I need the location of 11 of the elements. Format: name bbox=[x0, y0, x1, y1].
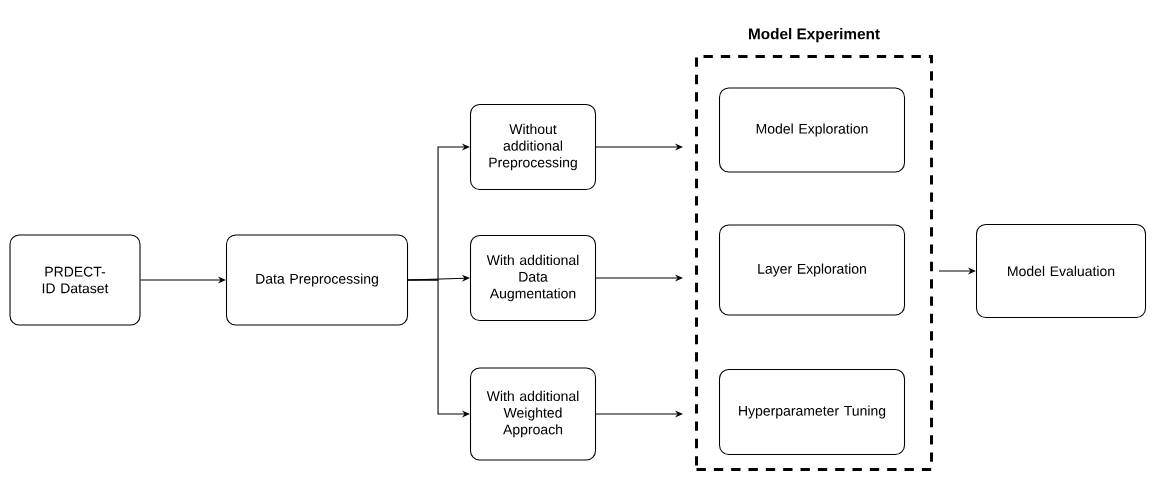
process-box: With additional Weighted Approach bbox=[469, 367, 597, 461]
process-box: With additional Data Augmentation bbox=[469, 234, 597, 322]
process-box: Model Exploration bbox=[718, 87, 906, 173]
process-box: Model Evaluation bbox=[975, 223, 1147, 319]
group-frame bbox=[695, 55, 933, 471]
group-title: Model Experiment bbox=[749, 28, 880, 43]
process-box: Layer Exploration bbox=[718, 224, 906, 316]
process-box: Hyperparameter Tuning bbox=[718, 368, 906, 456]
process-box: PRDECT-ID Dataset bbox=[9, 234, 141, 326]
process-box: Data Preprocessing bbox=[225, 234, 409, 326]
process-box: Without additional Preprocessing bbox=[469, 103, 597, 191]
